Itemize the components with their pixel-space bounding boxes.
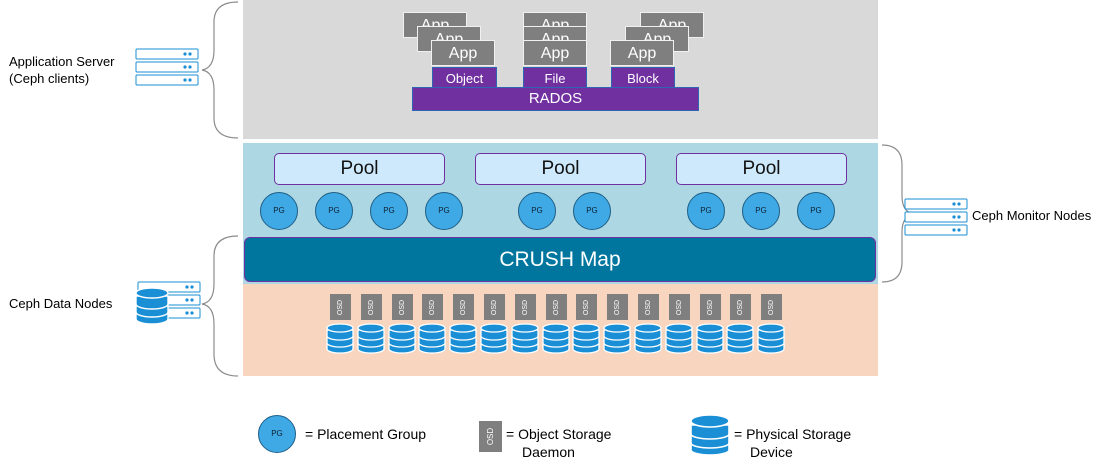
osd-daemon: OSD [361,294,382,320]
disk-stack-icon [572,323,600,354]
disk-stack-icon [634,323,662,354]
disk-stack-icon [665,323,693,354]
disk-stack-icon [480,323,508,354]
disk-stack-icon [542,323,570,354]
data-nodes-brace [201,235,239,377]
application-server-label: Application Server (Ceph clients) [9,54,115,86]
disk-stack-icon [418,323,446,354]
osd-daemon: OSD [638,294,659,320]
disk-stack-icon [757,323,785,354]
disk-stack-icon [326,323,354,354]
placement-group: PG [260,192,298,230]
osd-daemon: OSD [453,294,474,320]
server-rack-icon [135,48,199,86]
pool-box: Pool [274,153,445,185]
osd-daemon: OSD [484,294,505,320]
disk-stack-icon [388,323,416,354]
osd-daemon: OSD [730,294,751,320]
app-card: App [610,40,674,66]
osd-daemon: OSD [422,294,443,320]
legend-osd-text: = Object Storage Daemon [506,426,612,460]
rados-layer: RADOS [412,87,699,111]
disk-stack-icon [603,323,631,354]
osd-daemon: OSD [330,294,351,320]
storage-server-icon [135,281,201,325]
osd-daemon: OSD [761,294,782,320]
osd-daemon: OSD [576,294,597,320]
disk-stack-icon [696,323,724,354]
disk-stack-icon [690,414,730,456]
placement-group: PG [573,192,611,230]
osd-daemon: OSD [700,294,721,320]
app-card: App [431,40,495,66]
legend-disk-text: = Physical Storage Device [734,426,852,460]
app-server-brace [201,1,239,139]
placement-group: PG [425,192,463,230]
pool-box: Pool [475,153,646,185]
osd-daemon: OSD [669,294,690,320]
placement-group: PG [742,192,780,230]
disk-stack-icon [511,323,539,354]
data-nodes-label: Ceph Data Nodes [9,296,113,311]
placement-group: PG [315,192,353,230]
app-card: App [523,40,587,66]
server-rack-icon [904,198,968,236]
placement-group: PG [687,192,725,230]
disk-stack-icon [357,323,385,354]
placement-group: PG [370,192,408,230]
legend-pg-symbol: PG [258,415,296,453]
osd-daemon: OSD [515,294,536,320]
pool-box: Pool [676,153,847,185]
osd-daemon: OSD [546,294,567,320]
legend-osd-symbol: OSD [479,421,502,452]
crush-map: CRUSH Map [244,237,876,282]
legend-pg-text: = Placement Group [305,426,427,442]
disk-stack-icon [726,323,754,354]
placement-group: PG [797,192,835,230]
placement-group: PG [518,192,556,230]
disk-stack-icon [449,323,477,354]
monitor-nodes-label: Ceph Monitor Nodes [972,208,1092,223]
osd-daemon: OSD [392,294,413,320]
osd-daemon: OSD [607,294,628,320]
